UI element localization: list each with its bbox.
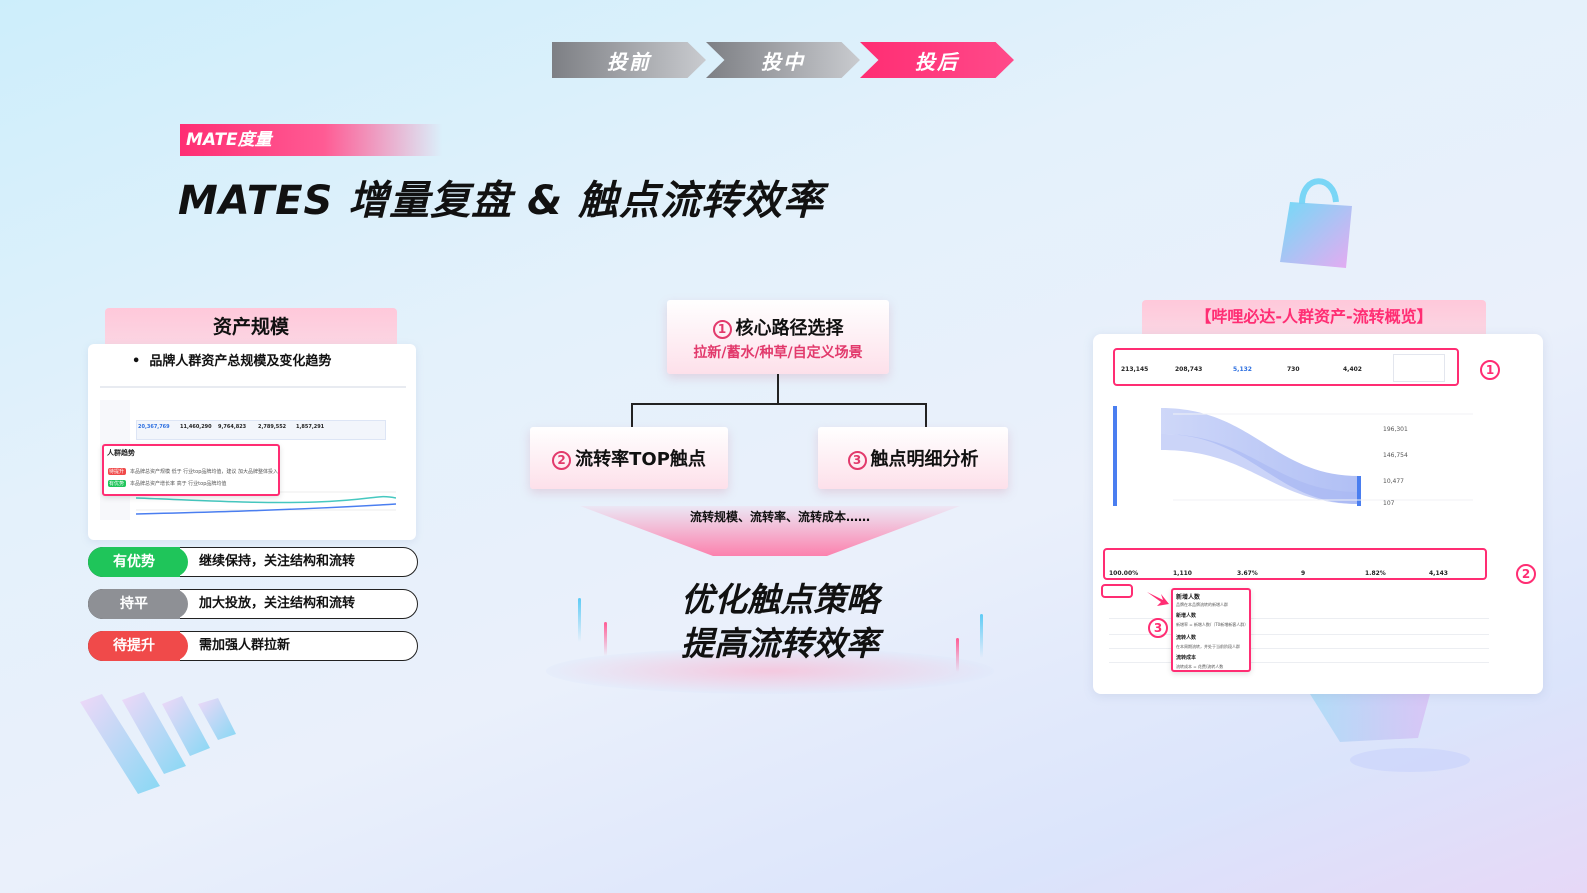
overview-card: 213,145 208,743 5,132 730 4,402 196,301 … <box>1093 334 1543 694</box>
highlight-top-touchpoint <box>1103 548 1487 580</box>
asset-scale-header: 资产规模 <box>105 308 397 346</box>
stage-pre[interactable]: 投前 <box>552 42 706 78</box>
shopping-cart-icon <box>1310 694 1470 772</box>
legend-improve: 待提升 需加强人群拉新 <box>88 631 418 661</box>
metrics-text: 流转规模、流转率、流转成本…… <box>689 510 870 524</box>
stage-post[interactable]: 投后 <box>860 42 1014 78</box>
asset-scale-card: 20,367,769 11,460,290 9,764,823 2,789,55… <box>88 344 416 540</box>
result-platform <box>546 648 994 694</box>
trend-popup: 人群趋势 待提升 本品牌总资产规模 低于 行业top品牌均值，建议 加大品牌整体… <box>102 444 280 496</box>
stage-mid[interactable]: 投中 <box>706 42 860 78</box>
shopping-bag-icon <box>1280 178 1352 268</box>
sankey-chart-icon <box>1113 406 1473 506</box>
asset-scale-bullet: • 品牌人群资产总规模及变化趋势 <box>132 354 332 369</box>
mark-2: 2 <box>1516 564 1536 584</box>
section-tag: MATE度量 <box>180 124 442 156</box>
page-title: MATES 增量复盘 & 触点流转效率 <box>178 178 825 224</box>
highlight-core-path <box>1113 348 1459 386</box>
arrow-icon <box>1147 592 1169 606</box>
mark-3: 3 <box>1148 618 1168 638</box>
result-text: 优化触点策略 提高流转效率 <box>681 580 879 663</box>
legend-advantage: 有优势 继续保持，关注结构和流转 <box>88 547 418 577</box>
legend-flat: 持平 加大投放，关注结构和流转 <box>88 589 418 619</box>
overview-header: 【哔哩必达-人群资产-流转概览】 <box>1142 300 1486 334</box>
mark-1: 1 <box>1480 360 1500 380</box>
decor-stripes-icon <box>80 692 236 794</box>
highlight-detail-tab <box>1101 584 1133 598</box>
metric-popup: 新增人数 品牌在本品牌流转的新增人群 新增人数 新增率 = 新增人数/（T0新增… <box>1171 588 1251 672</box>
